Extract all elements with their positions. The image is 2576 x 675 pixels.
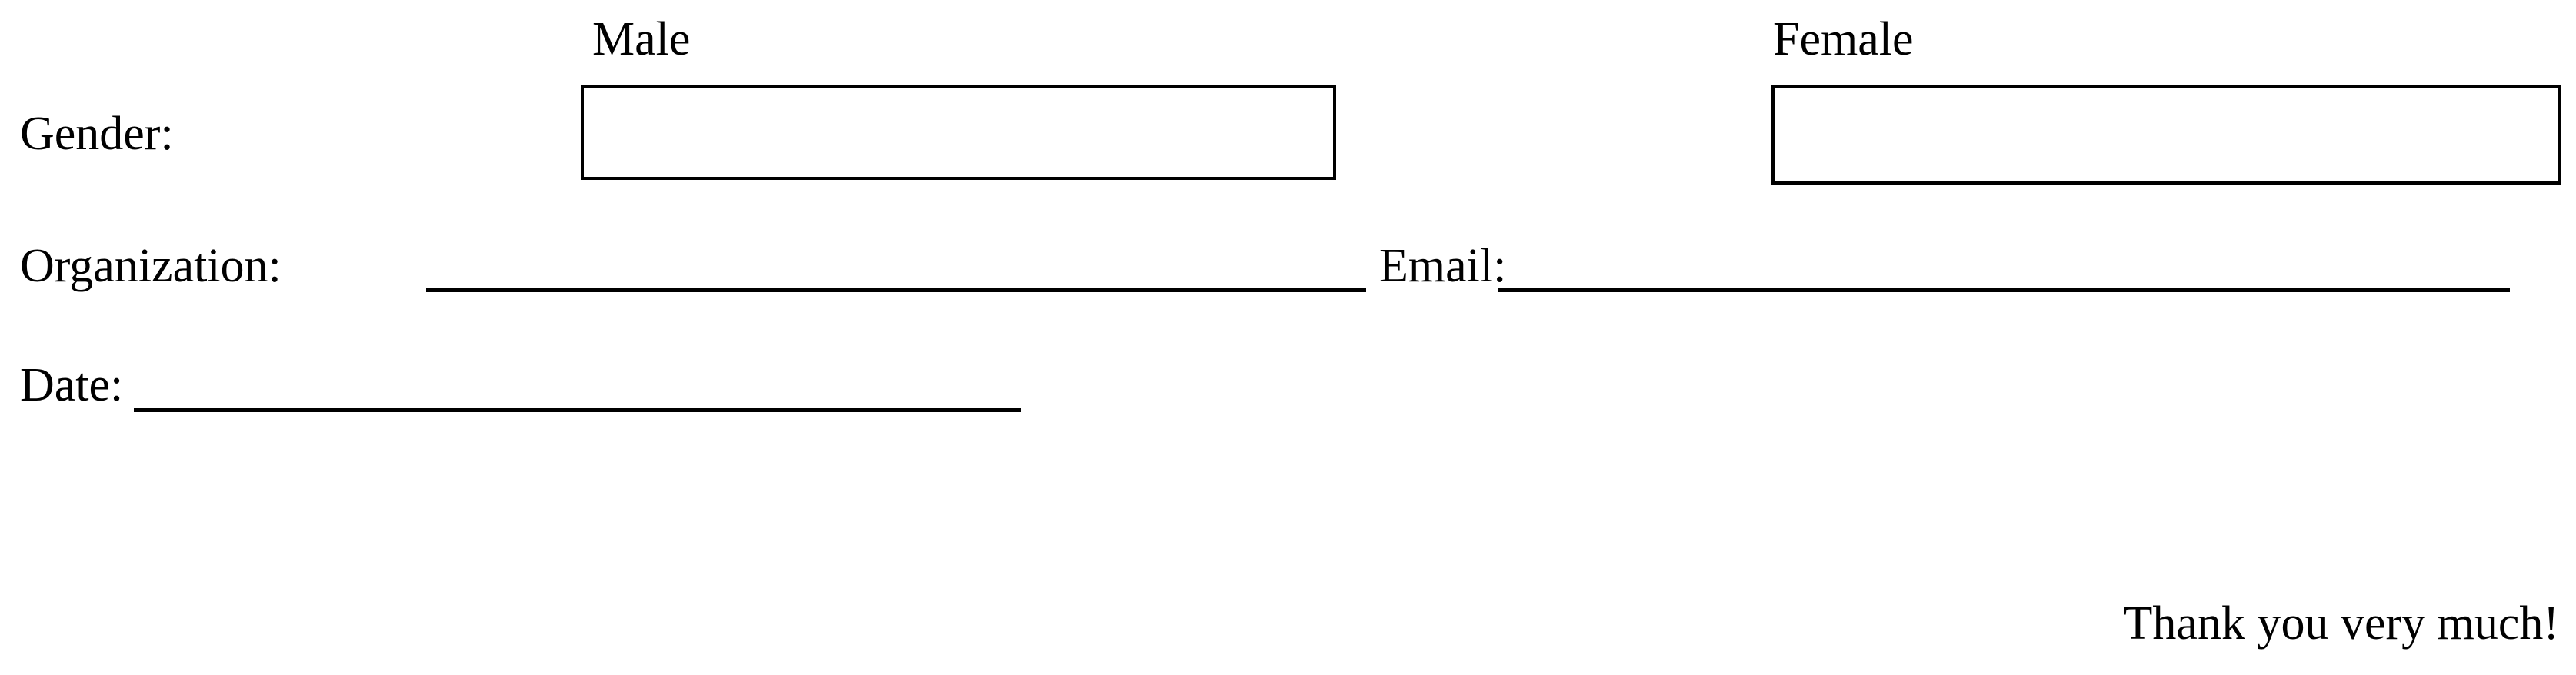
gender-option-female-checkbox[interactable] bbox=[1771, 85, 2561, 185]
closing-thank-you-note: Thank you very much! bbox=[2123, 597, 2559, 650]
date-input-line[interactable] bbox=[134, 408, 1021, 412]
gender-option-female-label: Female bbox=[1773, 13, 1914, 65]
organization-input-line[interactable] bbox=[426, 288, 1366, 292]
date-label: Date: bbox=[20, 359, 124, 411]
email-label: Email: bbox=[1379, 240, 1507, 292]
gender-option-male-checkbox[interactable] bbox=[581, 85, 1336, 180]
email-input-line[interactable] bbox=[1498, 288, 2510, 292]
organization-label: Organization: bbox=[20, 240, 282, 292]
gender-label: Gender: bbox=[20, 108, 174, 160]
gender-option-male-label: Male bbox=[592, 13, 691, 65]
